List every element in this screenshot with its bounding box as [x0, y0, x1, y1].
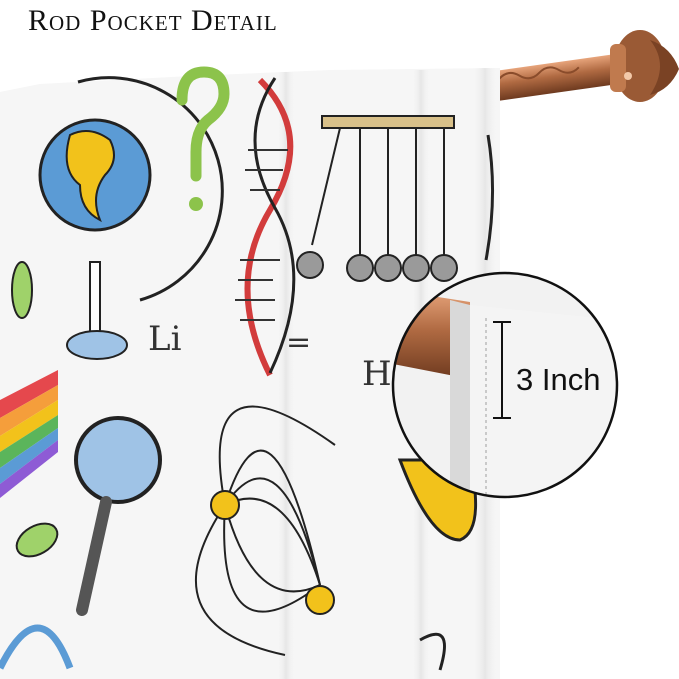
- rod-finial: [610, 30, 679, 102]
- li-symbol-doodle: Li: [148, 319, 182, 359]
- page-title: Rod Pocket Detail: [28, 4, 278, 37]
- measurement-label: 3 Inch: [516, 362, 601, 397]
- h-symbol-doodle: H: [362, 354, 392, 394]
- blue-arc-doodle: [0, 624, 74, 670]
- leaf-doodles: [11, 261, 59, 558]
- alpha-doodle: [419, 632, 446, 671]
- zoom-callout-circle: [391, 271, 619, 499]
- prism-rainbow-doodle: [0, 370, 58, 498]
- question-mark-doodle: [176, 66, 230, 211]
- equals-doodle: =: [286, 325, 311, 360]
- globe-doodle: [38, 76, 224, 360]
- arrow-doodle: [484, 134, 495, 261]
- magnifier-doodle: [74, 416, 162, 616]
- magnetic-field-doodle: [194, 405, 336, 656]
- newtons-cradle-doodle: [296, 115, 458, 282]
- dna-doodle: [235, 77, 296, 377]
